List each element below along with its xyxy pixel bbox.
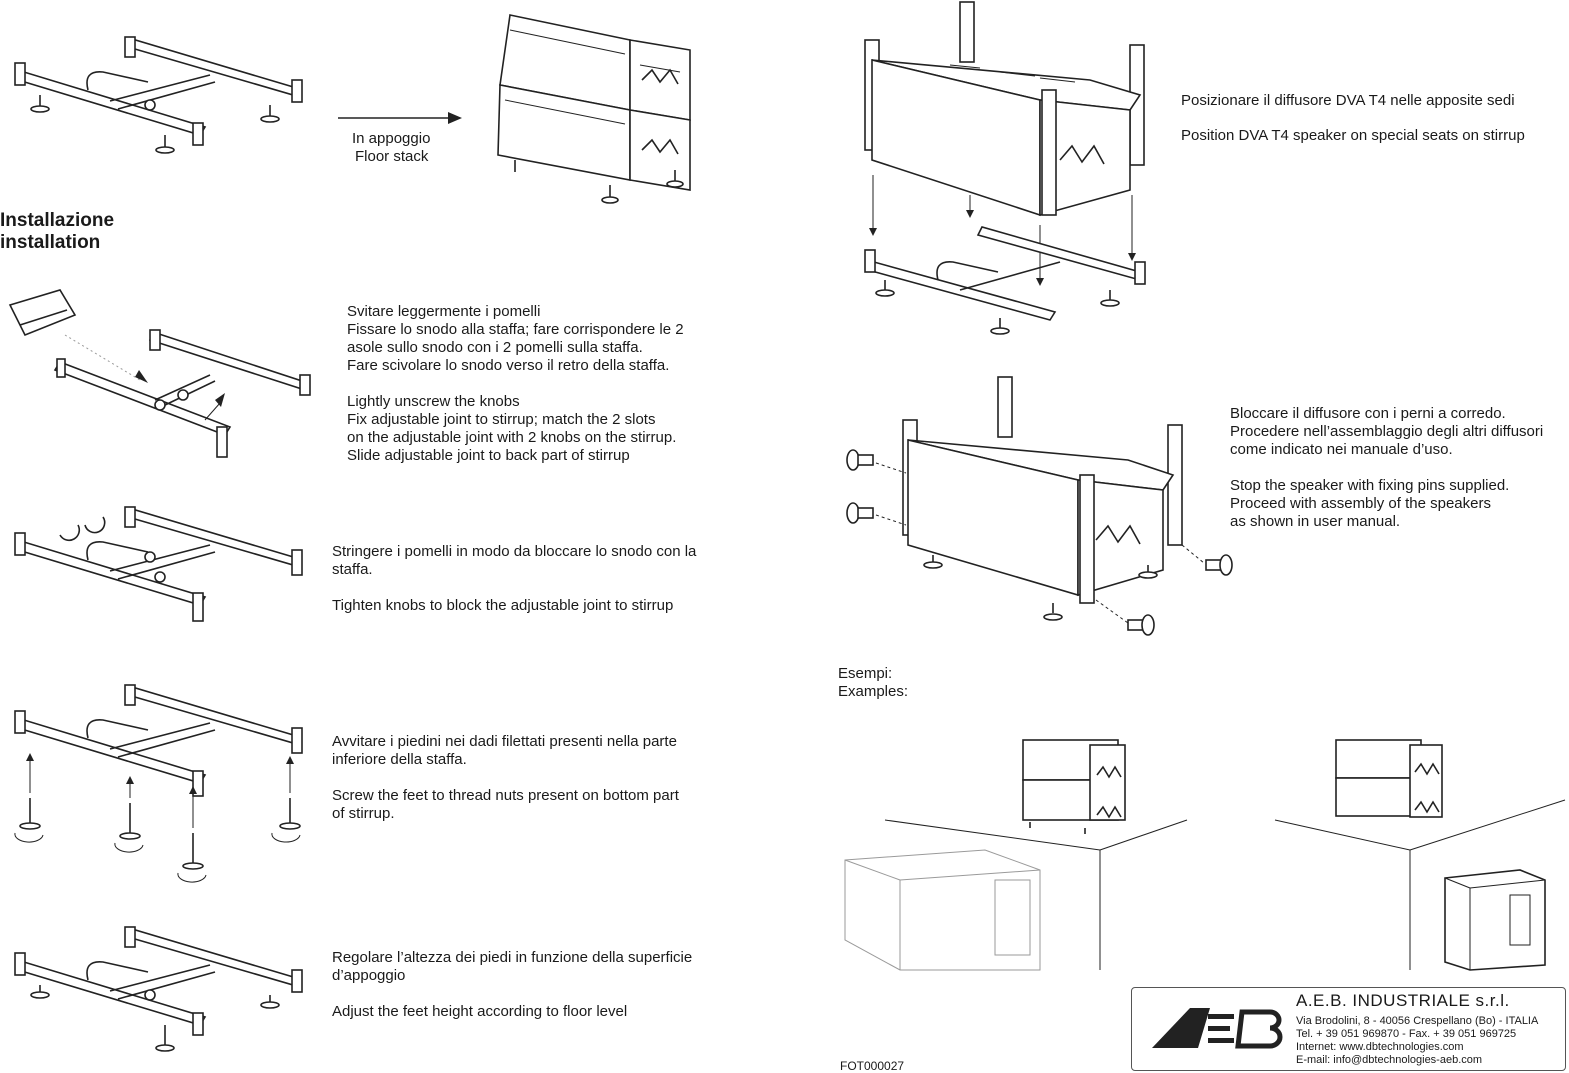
adjust-feet-illustration	[14, 926, 303, 1052]
company-contact: Via Brodolini, 8 - 40056 Crespellano (Bo…	[1296, 1015, 1538, 1067]
step1-en-line4: Slide adjustable joint to back part of s…	[347, 447, 630, 464]
aeb-logo	[1152, 1008, 1283, 1049]
step1-it-line1: Svitare leggermente i pomelli	[347, 303, 541, 320]
screw-feet-illustration	[14, 684, 303, 883]
examples-label-it: Esempi:	[838, 665, 893, 682]
step6-it-line2: Procedere nell’assemblaggio degli altri …	[1230, 423, 1544, 440]
fixing-pin-icon	[846, 502, 874, 524]
floor-stack-label-it: In appoggio	[352, 130, 431, 147]
step6-en-line2: Proceed with assembly of the speakers	[1230, 495, 1491, 512]
installation-heading-it: Installazione	[0, 210, 115, 231]
step3-it-line2: inferiore della staffa.	[332, 751, 467, 768]
step1-en-line3: on the adjustable joint with 2 knobs on …	[347, 429, 677, 446]
step4-it-line1: Regolare l’altezza dei piedi in funzione…	[332, 949, 693, 966]
step1-en-line2: Fix adjustable joint to stirrup; match t…	[347, 411, 656, 428]
step6-en-line1: Stop the speaker with fixing pins suppli…	[1230, 477, 1510, 494]
tighten-knobs-illustration	[14, 506, 303, 622]
step1-it-line3: asole sullo snodo con i 2 pomelli sulla …	[347, 339, 643, 356]
example-stack-on-small-subwoofer-illustration	[1274, 739, 1566, 971]
step5-en-line1: Position DVA T4 speaker on special seats…	[1181, 127, 1525, 144]
step1-it-line4: Fare scivolare lo snodo verso il retro d…	[347, 357, 670, 374]
step5-it-line1: Posizionare il diffusore DVA T4 nelle ap…	[1181, 92, 1515, 109]
step3-en-line2: of stirrup.	[332, 805, 395, 822]
company-website[interactable]: Internet: www.dbtechnologies.com	[1296, 1041, 1464, 1053]
step3-it-line1: Avvitare i piedini nei dadi filettati pr…	[332, 733, 677, 750]
step6-en-line3: as shown in user manual.	[1230, 513, 1401, 530]
step2-it-line2: staffa.	[332, 561, 373, 578]
fixing-pin-icon	[846, 449, 874, 471]
step6-it-line3: come indicato nei manuale d’uso.	[1230, 441, 1453, 458]
step4-en-line1: Adjust the feet height according to floo…	[332, 1003, 628, 1020]
step4-it-line2: d’appoggio	[332, 967, 406, 984]
step2-it-line1: Stringere i pomelli in modo da bloccare …	[332, 543, 697, 560]
arrow-right-icon	[338, 112, 462, 124]
company-address: Via Brodolini, 8 - 40056 Crespellano (Bo…	[1296, 1015, 1539, 1027]
step3-en-line1: Screw the feet to thread nuts present on…	[332, 787, 679, 804]
fixing-pin-icon	[1205, 554, 1233, 576]
floor-stack-speakers-illustration	[497, 14, 691, 204]
floor-stack-label-en: Floor stack	[355, 148, 429, 165]
document-code: FOT000027	[840, 1059, 905, 1073]
example-stack-on-subwoofer-illustration	[844, 739, 1188, 971]
joint-fixing-illustration	[8, 289, 311, 458]
fixing-pin-icon	[1127, 614, 1155, 636]
examples-label-en: Examples:	[838, 683, 909, 700]
fixing-pins-illustration	[846, 376, 1233, 636]
company-email[interactable]: E-mail: info@dbtechnologies-aeb.com	[1296, 1054, 1483, 1066]
stirrup-illustration-top	[14, 36, 303, 154]
step1-it-line2: Fissare lo snodo alla staffa; fare corri…	[347, 321, 684, 338]
step6-it-line1: Bloccare il diffusore con i perni a corr…	[1230, 405, 1506, 422]
company-phone: Tel. + 39 051 969870 - Fax. + 39 051 969…	[1296, 1028, 1517, 1040]
step1-en-line1: Lightly unscrew the knobs	[347, 393, 520, 410]
speaker-positioning-illustration	[864, 1, 1146, 335]
company-name: A.E.B. INDUSTRIALE s.r.l.	[1296, 991, 1510, 1010]
installation-heading-en: installation	[0, 232, 101, 253]
step2-en-line1: Tighten knobs to block the adjustable jo…	[332, 597, 674, 614]
